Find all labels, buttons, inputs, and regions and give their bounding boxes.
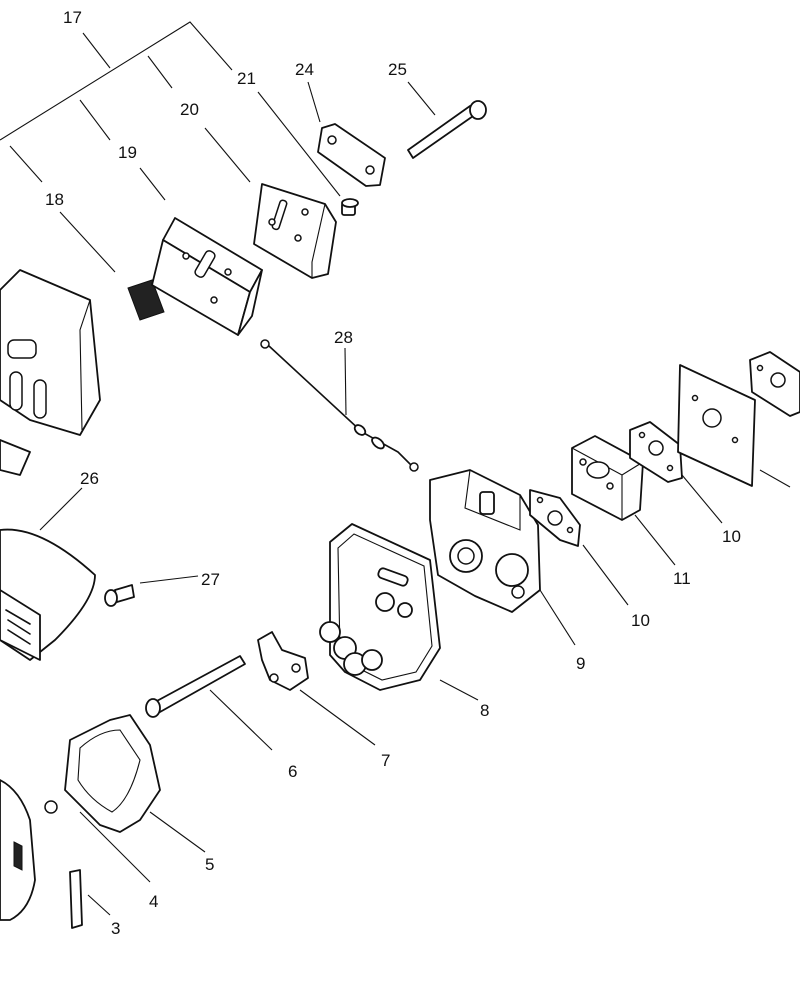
part-18-filter-screen (127, 279, 165, 321)
large-gasket-plate (677, 364, 756, 487)
part-27-screw (104, 584, 135, 607)
label-24: 24 (295, 60, 314, 79)
label-4: 4 (149, 892, 158, 911)
leader-lines (0, 21, 791, 916)
part-10-gasket-upper (629, 421, 683, 483)
label-10-lower: 10 (631, 611, 650, 630)
part-3-label-strip (69, 869, 83, 929)
part-6-bolt (145, 655, 246, 718)
part-11-insulator (571, 435, 644, 521)
part-20-cover-plate (253, 183, 337, 279)
label-28: 28 (334, 328, 353, 347)
part-5-air-filter (64, 714, 161, 833)
label-26: 26 (80, 469, 99, 488)
label-6: 6 (288, 762, 297, 781)
part-24-plate (317, 123, 386, 187)
muffler-body (0, 269, 101, 476)
part-9-carburetor (429, 469, 541, 613)
part-28-cable (260, 339, 419, 472)
label-17: 17 (63, 8, 82, 27)
label-10-upper: 10 (722, 527, 741, 546)
label-8: 8 (480, 701, 489, 720)
label-11: 11 (673, 569, 691, 588)
part-7-bracket (257, 631, 309, 691)
part-8-manifold (319, 523, 441, 691)
small-gasket-right (749, 351, 800, 417)
part-26-shield (0, 528, 96, 661)
part-19-bracket (151, 217, 263, 336)
part-10-gasket-lower (529, 489, 581, 547)
part-21-screw (341, 198, 359, 216)
label-18: 18 (45, 190, 64, 209)
label-19: 19 (118, 143, 137, 162)
label-5: 5 (205, 855, 214, 874)
label-25: 25 (388, 60, 407, 79)
label-20: 20 (180, 100, 199, 119)
label-3: 3 (111, 919, 120, 938)
part-25-bolt (407, 100, 487, 159)
label-27: 27 (201, 570, 220, 589)
part-4-o-ring (44, 800, 58, 814)
label-21: 21 (237, 69, 256, 88)
part-labels: 17 18 19 20 21 24 25 28 26 27 6 7 8 9 10… (45, 8, 741, 938)
label-7: 7 (381, 751, 390, 770)
label-9: 9 (576, 654, 585, 673)
air-cleaner-cover (0, 779, 36, 921)
